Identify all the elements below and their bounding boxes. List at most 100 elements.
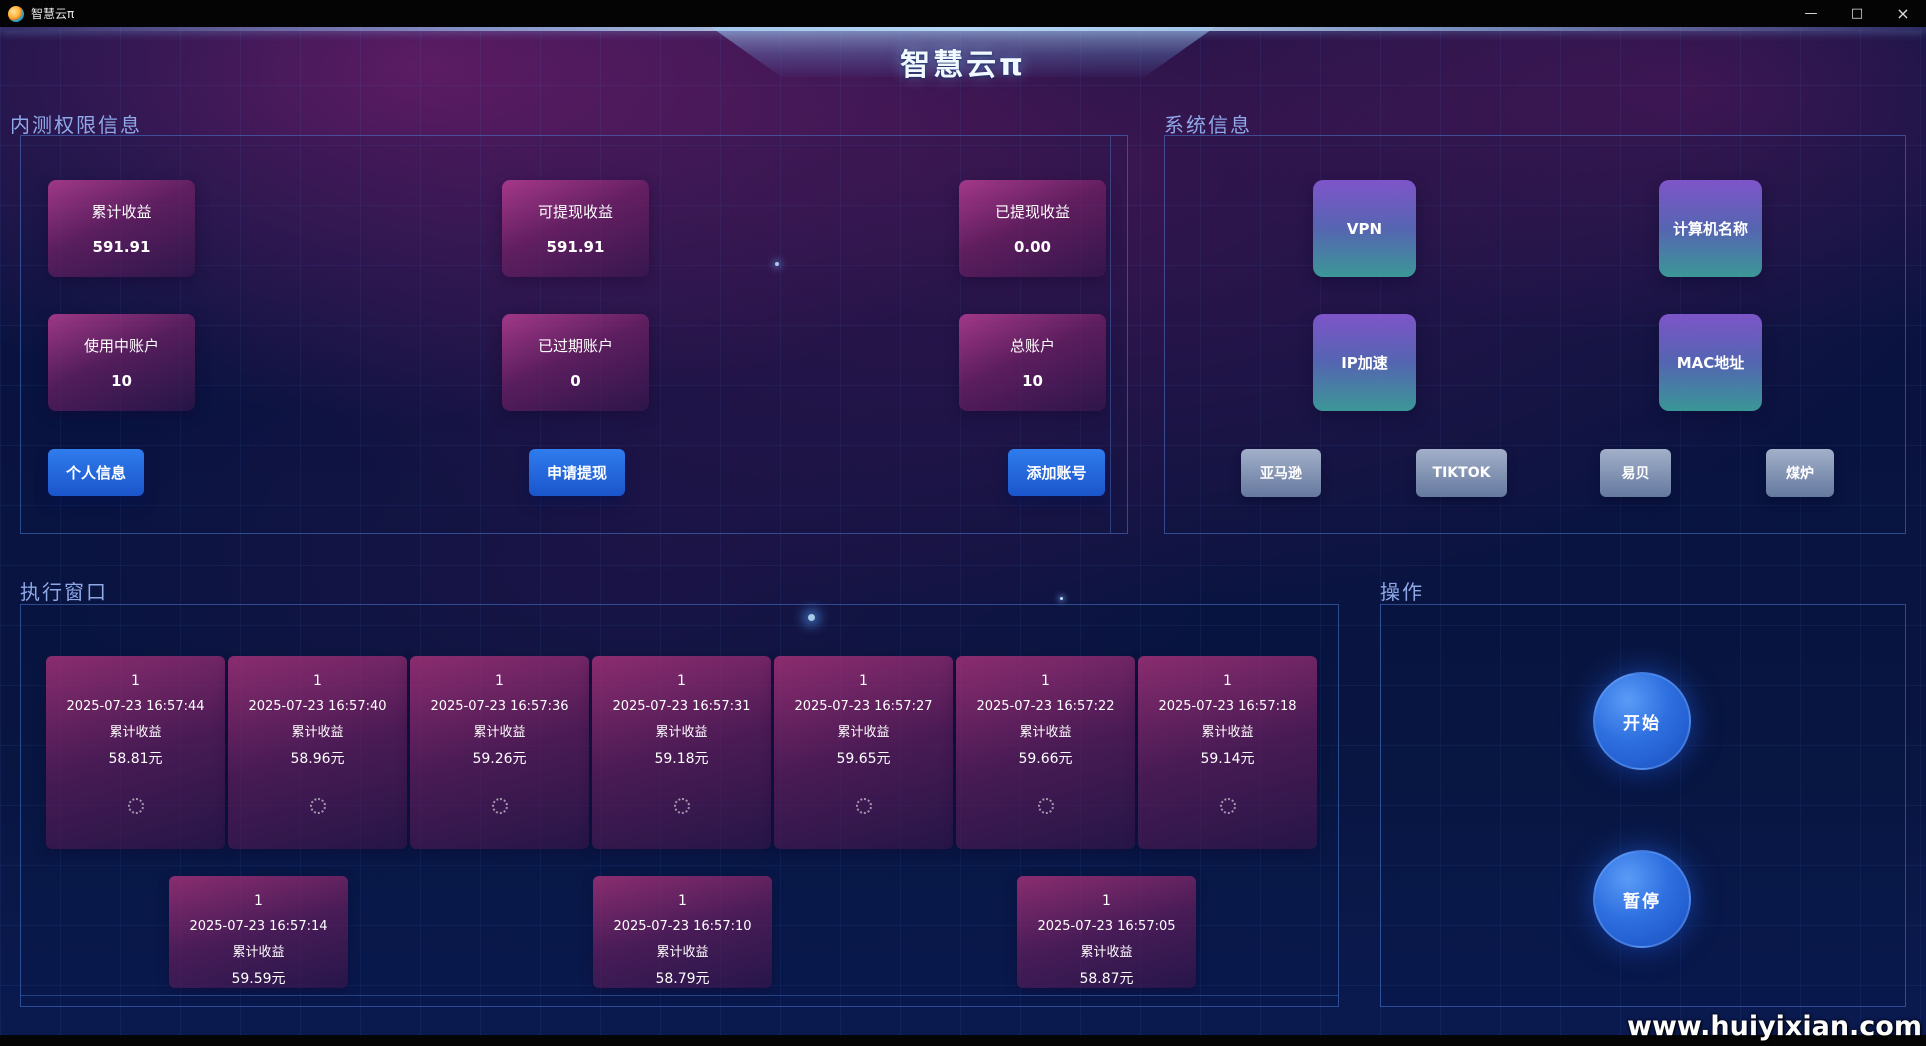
- loading-spinner-icon: [1219, 798, 1236, 814]
- app-logo-icon: [8, 5, 24, 22]
- loading-spinner-icon: [855, 798, 872, 814]
- window-title: 智慧云π: [31, 7, 75, 21]
- maximize-button[interactable]: □: [1850, 6, 1864, 21]
- exec-card-time: 2025-07-23 16:57:14: [189, 919, 328, 934]
- exec-income-value: 59.59元: [231, 971, 286, 987]
- operation-panel-label: 操作: [1380, 580, 1424, 604]
- stat-label: 使用中账户: [83, 337, 159, 355]
- stat-value: 591.91: [92, 238, 151, 256]
- pause-button[interactable]: 暂停: [1593, 850, 1691, 948]
- exec-income-value: 58.79元: [655, 971, 710, 987]
- exec-card-time: 2025-07-23 16:57:40: [248, 699, 387, 714]
- exec-card-time: 2025-07-23 16:57:36: [430, 699, 569, 714]
- exec-income-value: 58.81元: [108, 751, 163, 767]
- bottom-taskbar: [0, 1035, 1926, 1046]
- page-title: 智慧云π: [900, 48, 1026, 83]
- loading-spinner-icon: [673, 798, 690, 814]
- stat-card-active-accounts: 使用中账户 10: [48, 314, 195, 411]
- stat-label: 可提现收益: [537, 203, 613, 221]
- exec-income-label: 累计收益: [473, 725, 526, 740]
- exec-card-time: 2025-07-23 16:57:18: [1158, 699, 1297, 714]
- exec-card-id: 1: [495, 673, 504, 689]
- exec-card-id: 1: [1102, 893, 1111, 909]
- window-controls: — □ ×: [1788, 0, 1926, 27]
- exec-income-value: 58.87元: [1079, 971, 1134, 987]
- withdraw-button[interactable]: 申请提现: [529, 449, 625, 496]
- account-panel-label: 内测权限信息: [10, 113, 142, 137]
- main-stage: 智慧云π 内测权限信息 系统信息 执行窗口 操作 累计收益 591.91 可提现…: [0, 27, 1926, 1046]
- exec-card-time: 2025-07-23 16:57:05: [1037, 919, 1176, 934]
- stat-card-total-accounts: 总账户 10: [959, 314, 1106, 411]
- exec-card-time: 2025-07-23 16:57:27: [794, 699, 933, 714]
- watermark-text: www.huiyixian.com: [1627, 1011, 1922, 1042]
- execution-window-card: 1 2025-07-23 16:57:05 累计收益 58.87元: [1017, 876, 1196, 988]
- execution-window-card: 1 2025-07-23 16:57:18 累计收益 59.14元: [1138, 656, 1317, 849]
- platform-button-ebay[interactable]: 易贝: [1600, 449, 1671, 497]
- execution-row-2: 1 2025-07-23 16:57:14 累计收益 59.59元 1 2025…: [169, 876, 1196, 988]
- platform-button-amazon[interactable]: 亚马逊: [1241, 449, 1321, 497]
- exec-income-value: 59.65元: [836, 751, 891, 767]
- execution-window-card: 1 2025-07-23 16:57:22 累计收益 59.66元: [956, 656, 1135, 849]
- system-card-mac-address[interactable]: MAC地址: [1659, 314, 1762, 411]
- execution-row-1: 1 2025-07-23 16:57:44 累计收益 58.81元 1 2025…: [46, 656, 1317, 849]
- title-bar: 智慧云π — □ ×: [0, 0, 1926, 27]
- system-card-vpn[interactable]: VPN: [1313, 180, 1416, 277]
- glow-dot-icon: [775, 262, 779, 266]
- exec-card-id: 1: [1041, 673, 1050, 689]
- loading-spinner-icon: [491, 798, 508, 814]
- stat-label: 已提现收益: [994, 203, 1070, 221]
- exec-income-label: 累计收益: [656, 945, 709, 960]
- system-panel: VPN 计算机名称 IP加速 MAC地址 亚马逊 TIKTOK 易贝 煤炉: [1164, 135, 1906, 534]
- minimize-button[interactable]: —: [1804, 6, 1818, 21]
- stat-card-expired-accounts: 已过期账户 0: [502, 314, 649, 411]
- exec-card-time: 2025-07-23 16:57:22: [976, 699, 1115, 714]
- platform-button-mercari[interactable]: 煤炉: [1766, 449, 1834, 497]
- stat-label: 总账户: [1009, 337, 1055, 355]
- execution-window-card: 1 2025-07-23 16:57:31 累计收益 59.18元: [592, 656, 771, 849]
- exec-income-label: 累计收益: [1019, 725, 1072, 740]
- stat-card-withdrawn-income: 已提现收益 0.00: [959, 180, 1106, 277]
- exec-income-label: 累计收益: [291, 725, 344, 740]
- exec-income-value: 58.96元: [290, 751, 345, 767]
- exec-card-time: 2025-07-23 16:57:31: [612, 699, 751, 714]
- exec-card-id: 1: [254, 893, 263, 909]
- exec-income-label: 累计收益: [109, 725, 162, 740]
- stat-card-total-income: 累计收益 591.91: [48, 180, 195, 277]
- exec-income-label: 累计收益: [1201, 725, 1254, 740]
- glow-dot-icon: [808, 614, 815, 621]
- loading-spinner-icon: [309, 798, 326, 814]
- profile-button[interactable]: 个人信息: [48, 449, 144, 496]
- system-card-ip-boost[interactable]: IP加速: [1313, 314, 1416, 411]
- stat-label: 已过期账户: [537, 337, 613, 355]
- stat-value: 0: [570, 372, 581, 390]
- stat-label: 累计收益: [91, 203, 152, 221]
- start-button[interactable]: 开始: [1593, 672, 1691, 770]
- add-account-button[interactable]: 添加账号: [1008, 449, 1105, 496]
- close-button[interactable]: ×: [1896, 4, 1910, 23]
- execution-window-card: 1 2025-07-23 16:57:40 累计收益 58.96元: [228, 656, 407, 849]
- execution-window-card: 1 2025-07-23 16:57:14 累计收益 59.59元: [169, 876, 348, 988]
- execution-window-card: 1 2025-07-23 16:57:27 累计收益 59.65元: [774, 656, 953, 849]
- exec-income-label: 累计收益: [1080, 945, 1133, 960]
- account-panel: 累计收益 591.91 可提现收益 591.91 已提现收益 0.00 使用中账…: [20, 135, 1128, 534]
- exec-card-time: 2025-07-23 16:57:44: [66, 699, 205, 714]
- exec-income-value: 59.26元: [472, 751, 527, 767]
- exec-card-id: 1: [859, 673, 868, 689]
- system-card-computer-name[interactable]: 计算机名称: [1659, 180, 1762, 277]
- exec-income-value: 59.18元: [654, 751, 709, 767]
- glow-dot-icon: [1060, 597, 1063, 600]
- exec-card-time: 2025-07-23 16:57:10: [613, 919, 752, 934]
- platform-button-tiktok[interactable]: TIKTOK: [1416, 449, 1507, 497]
- exec-card-id: 1: [1223, 673, 1232, 689]
- exec-income-label: 累计收益: [232, 945, 285, 960]
- exec-card-id: 1: [677, 673, 686, 689]
- system-panel-label: 系统信息: [1164, 113, 1252, 137]
- stat-value: 0.00: [1013, 238, 1051, 256]
- execution-panel: 1 2025-07-23 16:57:44 累计收益 58.81元 1 2025…: [20, 604, 1339, 1007]
- stat-card-withdrawable-income: 可提现收益 591.91: [502, 180, 649, 277]
- execution-window-card: 1 2025-07-23 16:57:10 累计收益 58.79元: [593, 876, 772, 988]
- exec-income-label: 累计收益: [655, 725, 708, 740]
- execution-window-card: 1 2025-07-23 16:57:44 累计收益 58.81元: [46, 656, 225, 849]
- execution-window-card: 1 2025-07-23 16:57:36 累计收益 59.26元: [410, 656, 589, 849]
